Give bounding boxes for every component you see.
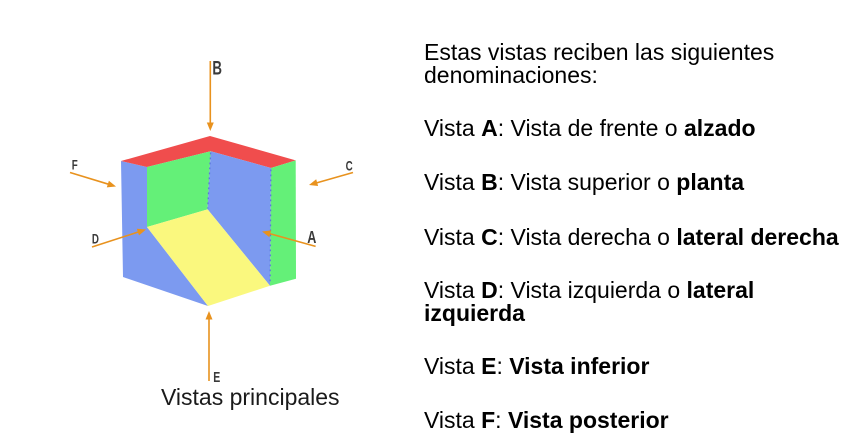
vista-d-mid: : Vista izquierda o <box>497 276 687 303</box>
cube-right-face <box>270 160 296 286</box>
vista-a-bold: alzado <box>683 115 756 142</box>
vista-c-mid: : Vista derecha o <box>497 223 677 250</box>
vista-c-bold: lateral derecha <box>676 223 839 250</box>
arrow-top-b <box>206 61 214 131</box>
figure-caption: Vistas principales <box>161 383 340 410</box>
label-d: D <box>92 231 99 247</box>
arrowhead-icon <box>206 122 214 131</box>
view-arrows <box>69 61 354 381</box>
arrow-back-f-line <box>69 171 110 186</box>
vista-d-letter: D <box>481 276 498 303</box>
vista-a-mid: : Vista de frente o <box>497 115 684 142</box>
vista-e-pre: Vista <box>424 352 482 379</box>
cube-left-face <box>121 161 208 306</box>
right-edge-dashed <box>269 169 272 285</box>
vista-e-bold: Vista inferior <box>509 352 650 379</box>
arrow-bottom-e <box>205 311 213 381</box>
label-b: B <box>212 58 222 79</box>
arrow-back-f <box>69 171 116 188</box>
label-c: C <box>346 158 353 174</box>
vista-f-letter: F <box>481 406 496 433</box>
cube-notch-face <box>147 151 211 227</box>
vista-e-mid: : <box>496 352 510 379</box>
cube-top-face <box>121 136 296 168</box>
label-e: E <box>213 368 220 385</box>
arrowhead-icon <box>106 180 116 188</box>
arrow-front-a-line <box>268 232 316 248</box>
arrowhead-icon <box>205 311 213 320</box>
vista-d-line: Vista D: Vista izquierda o lateral izqui… <box>424 276 854 326</box>
vista-d-pre: Vista <box>424 276 482 303</box>
vista-b-pre: Vista <box>424 168 482 195</box>
vista-f-mid: : <box>495 406 508 433</box>
vista-d-bold: lateral izquierda <box>424 276 755 326</box>
vista-f-bold: Vista posterior <box>507 406 669 433</box>
arrowhead-icon <box>309 179 319 186</box>
view-letter-labels: B E F C D A <box>72 58 353 385</box>
arrow-right-c <box>309 171 354 186</box>
vista-c-line: Vista C: Vista derecha o lateral derecha <box>424 223 854 250</box>
vista-a-line: Vista A: Vista de frente o alzado <box>424 117 854 140</box>
vista-f-line: Vista F: Vista posterior <box>424 406 854 433</box>
vista-e-letter: E <box>481 352 497 379</box>
arrow-front-a <box>262 230 316 248</box>
vista-c-pre: Vista <box>424 223 482 250</box>
intro-paragraph: Estas vistas reciben las siguientes deno… <box>424 39 775 88</box>
vista-b-bold: planta <box>676 168 745 195</box>
vista-b-mid: : Vista superior o <box>497 168 677 195</box>
vista-e-line: Vista E: Vista inferior <box>424 352 854 379</box>
vista-a-pre: Vista <box>424 115 482 142</box>
vista-f-pre: Vista <box>424 406 482 433</box>
arrow-right-c-line <box>315 171 354 184</box>
vista-c-letter: C <box>481 223 498 250</box>
arrow-left-d-line <box>91 231 140 248</box>
arrowhead-icon <box>136 228 146 236</box>
label-f: F <box>72 157 78 173</box>
vista-b-line: Vista B: Vista superior o planta <box>424 168 854 195</box>
vista-b-letter: B <box>481 168 498 195</box>
vista-a-letter: A <box>481 115 498 142</box>
arrowhead-icon <box>262 230 272 238</box>
cube-ramp-face <box>147 209 270 306</box>
front-edge-dashed <box>207 152 212 209</box>
cube-front-face <box>207 151 271 286</box>
label-a: A <box>307 228 316 248</box>
arrow-left-d <box>91 228 146 248</box>
